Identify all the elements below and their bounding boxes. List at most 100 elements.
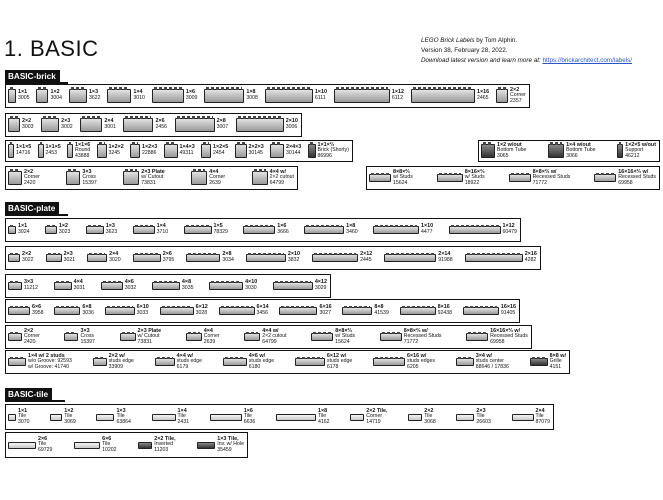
- part-name: 2×2 Tile,: [366, 407, 388, 414]
- part-name: Tile: [476, 413, 485, 420]
- part-name: Round: [75, 147, 91, 154]
- part-number: 15624: [393, 179, 408, 186]
- brick-icon: [66, 169, 81, 185]
- brick-icon: [251, 169, 268, 185]
- part-name: studs edges: [407, 358, 435, 365]
- brick-icon: [234, 142, 247, 158]
- part-number: 6205: [407, 363, 419, 370]
- part-name: Tile: [116, 413, 125, 420]
- plate-icon: [209, 281, 244, 290]
- plate-icon: [87, 253, 108, 262]
- part-name: Tile: [424, 413, 433, 420]
- plate-icon: [529, 357, 548, 366]
- part-name: 1×4 w/out: [566, 141, 591, 148]
- part-name: 3×3: [80, 327, 90, 334]
- part-name: Corner: [203, 333, 220, 340]
- plate-icon: [508, 173, 531, 182]
- page-title: 1. BASIC: [4, 36, 99, 61]
- part-name: 2×8: [216, 118, 226, 125]
- brick-icon: [41, 116, 60, 132]
- download-line: Download latest version and learn more a…: [421, 56, 661, 66]
- section-rule: [5, 82, 68, 84]
- tile-icon: [50, 413, 63, 421]
- part-number: 41539: [374, 310, 389, 316]
- part-name: 1×4×3: [179, 144, 195, 151]
- credits-block: LEGO Brick Labels by Tom Alphin. Version…: [421, 36, 661, 66]
- part-name: 1×3: [105, 223, 115, 230]
- part-name: 1×8: [246, 89, 256, 96]
- part-number: 3031: [73, 285, 86, 291]
- plate-icon: [53, 281, 72, 290]
- part-number: 2456: [155, 124, 168, 130]
- part-name: 3×3: [82, 168, 92, 175]
- plate-icon: [462, 306, 499, 315]
- part-number: 87079: [535, 418, 550, 425]
- plate-icon: [8, 281, 22, 290]
- part-name: Corner: [24, 333, 40, 340]
- part-number: 2357: [510, 97, 522, 104]
- part-name: 1×10: [314, 89, 327, 96]
- part-name: 8×8: [374, 304, 384, 311]
- plate-icon: [311, 332, 334, 341]
- part-number: 3245: [108, 150, 121, 156]
- part-name: w/ Studs: [335, 333, 356, 340]
- download-link[interactable]: https://brickarchitect.com/labels/: [542, 57, 633, 64]
- plate-icon: [154, 357, 175, 366]
- part-number: 3070: [18, 418, 30, 425]
- part-name: 4×8: [181, 279, 192, 286]
- part-number: 3028: [195, 310, 208, 316]
- part-name: 2×4: [104, 118, 114, 125]
- part-name: 2×14: [438, 251, 451, 258]
- part-name: Corner: [24, 174, 40, 181]
- part-name: Recessed Studs: [618, 174, 656, 181]
- plate-icon: [369, 173, 391, 182]
- part-name: Tile: [177, 413, 186, 420]
- part-number: 3002: [61, 124, 73, 130]
- part-number: 2431: [177, 418, 190, 425]
- plate-icon: [132, 225, 155, 234]
- part-number: 3022: [22, 257, 34, 263]
- part-name: 1×1: [18, 223, 28, 230]
- part-name: 4×10: [245, 279, 258, 286]
- part-name: 2×2: [510, 86, 520, 93]
- plate-icon: [45, 253, 62, 262]
- brick-icon: [151, 87, 184, 103]
- brick-icon: [96, 142, 107, 158]
